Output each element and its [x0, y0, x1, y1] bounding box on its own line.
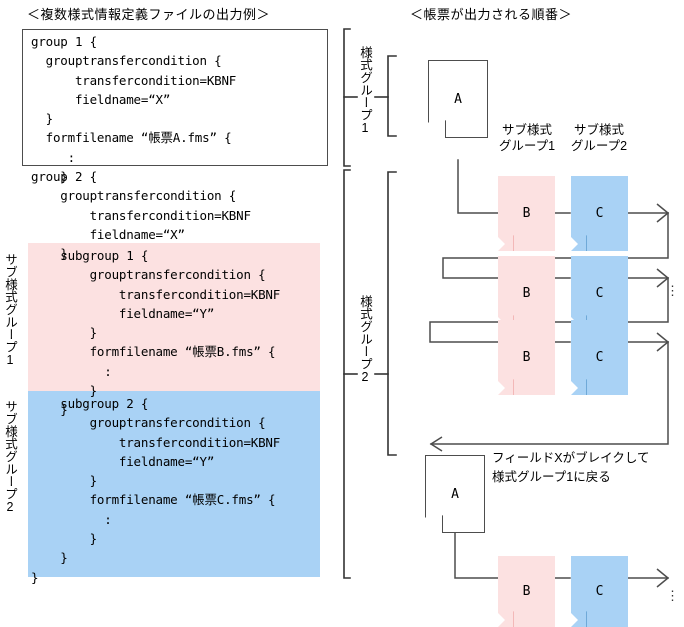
subgroup1-code: subgroup 1 { grouptransfercondition { tr…	[60, 248, 281, 418]
page-c-row4-label: C	[571, 556, 628, 627]
white-box-code: group 1 { grouptransfercondition { trans…	[31, 34, 237, 185]
left-panel-title: ＜複数様式情報定義ファイルの出力例＞	[27, 7, 271, 22]
page-b-row1-label: B	[498, 176, 555, 251]
column-head-subgroup1: サブ様式 グループ1	[498, 123, 556, 153]
ellipsis-row2: ⋮	[666, 284, 679, 299]
break-note-line1: フィールドXがブレイクして	[492, 451, 650, 465]
subgroup1-highlight-block	[28, 243, 320, 391]
group2-header-code: group 2 { grouptransfercondition { trans…	[31, 169, 251, 262]
page-c-row1-label: C	[571, 176, 628, 251]
page-c-row3-label: C	[571, 320, 628, 395]
subgroup2-highlight-block	[28, 391, 320, 577]
page-c-row1: C	[571, 176, 628, 251]
page-a-bottom: A	[425, 455, 485, 533]
ellipsis-row4: ⋮	[666, 589, 679, 604]
page-b-row1: B	[498, 176, 555, 251]
page-c-row4: C	[571, 556, 628, 627]
bracket-label-group1: 様式グループ1	[358, 46, 372, 135]
page-b-row3-label: B	[498, 320, 555, 395]
right-panel-title: ＜帳票が出力される順番＞	[410, 7, 573, 22]
bracket-label-group2: 様式グループ2	[358, 295, 372, 384]
page-a-top: A	[428, 60, 488, 138]
page-c-row2-label: C	[571, 256, 628, 331]
column-head-subgroup2: サブ様式 グループ2	[570, 123, 628, 153]
white-code-box	[22, 29, 328, 166]
page-b-row2-label: B	[498, 256, 555, 331]
page-b-row3: B	[498, 320, 555, 395]
page-c-row2: C	[571, 256, 628, 331]
page-b-row4: B	[498, 556, 555, 627]
side-label-subgroup1: サブ様式グループ1	[3, 253, 17, 367]
page-a-bottom-label: A	[425, 455, 485, 533]
page-c-row3: C	[571, 320, 628, 395]
page-b-row4-label: B	[498, 556, 555, 627]
break-note-line2: 様式グループ1に戻る	[492, 470, 611, 484]
subgroup2-code: subgroup 2 { grouptransfercondition { tr…	[31, 396, 281, 585]
side-label-subgroup2: サブ様式グループ2	[3, 400, 17, 514]
page-a-top-label: A	[428, 60, 488, 138]
